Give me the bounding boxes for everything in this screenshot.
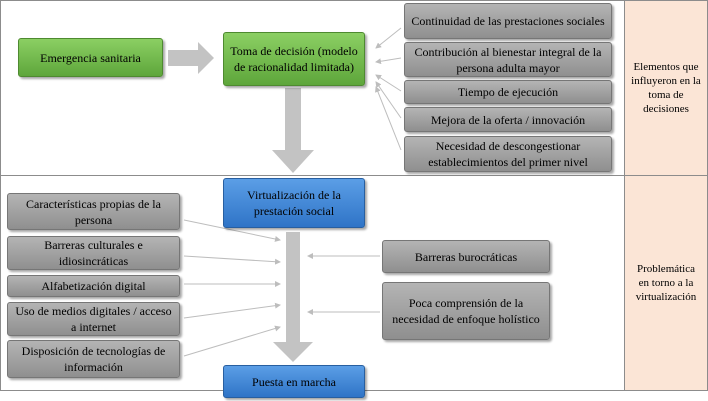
factor-box-innovation: Mejora de la oferta / innovación: [404, 107, 612, 132]
left-factor-it-availability: Disposición de tecnologías de informació…: [7, 340, 180, 378]
left-factor-cultural: Barreras culturales e idiosincráticas: [7, 236, 180, 270]
right-factor-bureaucratic: Barreras burocráticas: [382, 240, 550, 273]
left-factor-personal: Características propias de la persona: [7, 193, 180, 230]
virtualization-box: Virtualización de la prestación social: [223, 178, 365, 228]
arrow-emergency-to-decision: [168, 42, 214, 74]
decision-box: Toma de decisión (modelo de racionalidad…: [223, 32, 365, 86]
line-left-4: [183, 302, 281, 319]
launch-box: Puesta en marcha: [223, 365, 365, 398]
factor-box-continuity: Continuidad de las prestaciones sociales: [404, 3, 612, 39]
line-factor-4: [375, 81, 402, 119]
bottom-section-label: Problemática en torno a la virtualizació…: [624, 175, 708, 391]
line-factor-2: [375, 57, 402, 65]
top-section-label: Elementos que influyeron en la toma de d…: [624, 0, 708, 176]
right-factor-holistic: Poca comprensión de la necesidad de enfo…: [382, 282, 550, 340]
arrow-virtualization-to-launch: [273, 232, 313, 362]
line-left-5: [183, 325, 281, 357]
emergency-box: Emergencia sanitaria: [18, 38, 163, 77]
left-factor-internet-access: Uso de medios digitales / acceso a inter…: [7, 302, 180, 336]
factor-box-decongest: Necesidad de descongestionar establecimi…: [404, 136, 612, 172]
factor-box-wellbeing: Contribución al bienestar integral de la…: [404, 42, 612, 77]
line-left-2: [183, 255, 281, 265]
left-factor-digital-literacy: Alfabetización digital: [7, 275, 180, 297]
line-factor-3: [375, 74, 402, 92]
arrow-decision-to-virtualization: [272, 88, 314, 173]
line-left-1: [183, 219, 281, 242]
factor-box-execution-time: Tiempo de ejecución: [404, 80, 612, 104]
line-factor-1: [375, 27, 402, 49]
line-factor-5: [375, 86, 402, 151]
